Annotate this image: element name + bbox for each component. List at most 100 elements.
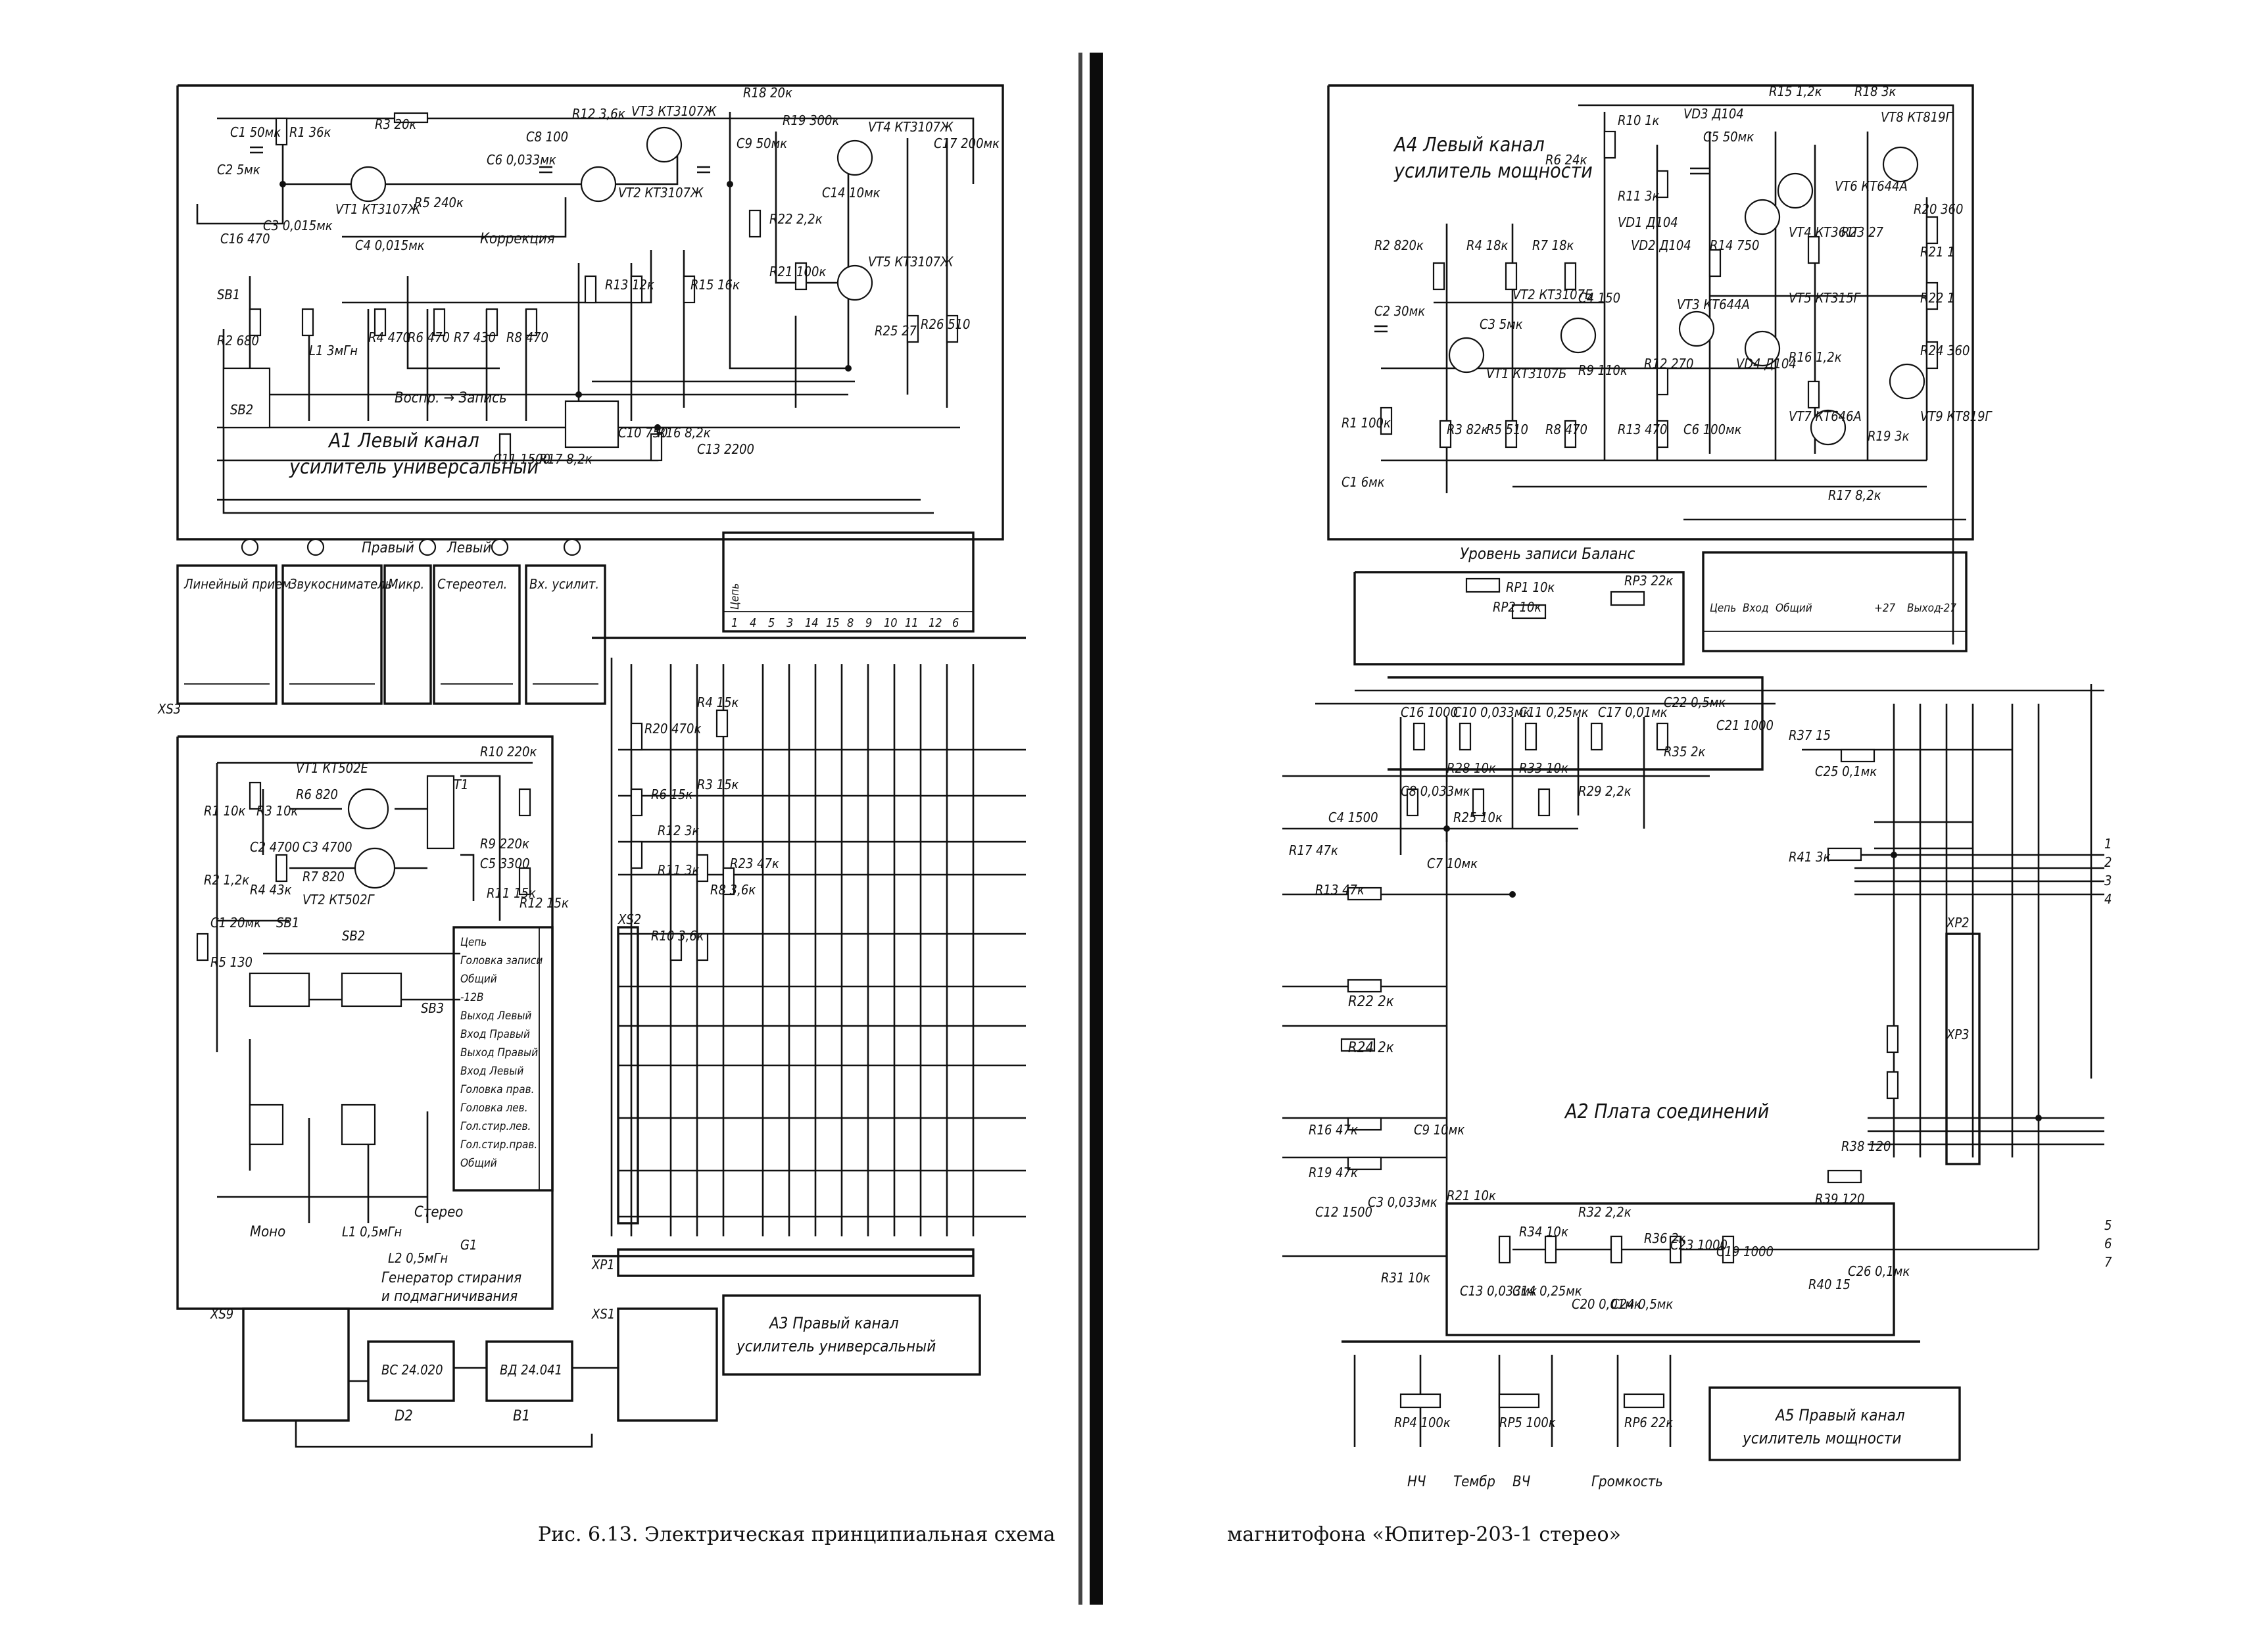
- svg-text:2: 2: [2104, 854, 2112, 870]
- block-a2: Уровень записи Баланс: [1282, 545, 2104, 1490]
- a4-pin-5: Выход: [1907, 602, 1941, 615]
- legend-left: Левый: [447, 540, 491, 556]
- a4-subtitle: усилитель мощности: [1393, 160, 1593, 183]
- gen-pin-2: Общий: [460, 973, 497, 986]
- a2-part-44: RP4 100к: [1394, 1415, 1451, 1430]
- gen-part-18: L1 0,5мГн: [342, 1224, 402, 1240]
- a2-part-29: R21 10к: [1447, 1188, 1496, 1203]
- svg-text:12: 12: [929, 616, 942, 630]
- a1-part-26: R7 430: [454, 329, 496, 345]
- input-connectors: Линейный прием Звукосниматель Микр. Стер…: [157, 538, 606, 717]
- a1-pin-0: Цепь: [729, 583, 742, 610]
- gen-part-7: C2 4700: [250, 839, 300, 855]
- connector-group-1: Звукосниматель: [289, 576, 392, 592]
- a4-part-18: R21 1: [1920, 244, 1955, 260]
- a2-part-41: R39 120: [1815, 1191, 1864, 1207]
- a4-part-30: R16 1,2к: [1789, 349, 1842, 365]
- gen-pin-0: Цепь: [460, 936, 487, 949]
- a4-part-10: R20 360: [1914, 201, 1963, 217]
- svg-text:6: 6: [2104, 1236, 2112, 1251]
- a2-part-33: C23 1000: [1670, 1237, 1728, 1253]
- label-lf: НЧ: [1407, 1474, 1426, 1490]
- a2-part-27: C12 1500: [1315, 1204, 1372, 1220]
- gen-part-13: R11 15к: [487, 885, 536, 901]
- a2-part-5: C11 0,25мк: [1519, 704, 1589, 720]
- a2-part-13: R33 10к: [1519, 760, 1568, 776]
- a1-part-23: L1 3мГн: [309, 343, 358, 358]
- gen-part-3: R1 10к: [204, 803, 246, 819]
- a4-pin-0: Цепь: [1710, 602, 1736, 615]
- a4-part-24: VT5 КТ315Г: [1789, 290, 1862, 306]
- a3-title: А3 Правый канал: [768, 1314, 899, 1332]
- a2-part-37: C14 0,25мк: [1512, 1283, 1582, 1299]
- a2-part-11: C8 0,033мк: [1401, 783, 1470, 799]
- a4-part-5: C5 50мк: [1703, 129, 1754, 145]
- gen-part-6: R9 220к: [480, 836, 529, 852]
- a4-part-36: R13 470: [1618, 422, 1667, 437]
- label-tone: Тембр: [1453, 1474, 1495, 1490]
- block-a3: А3 Правый канал усилитель универсальный …: [210, 637, 1026, 1376]
- gen-pin-3: -12В: [460, 991, 483, 1004]
- a1-part-21: VT5 КТ3107Ж: [868, 254, 954, 270]
- a2-part-3: C16 1000: [1401, 704, 1458, 720]
- a4-part-13: R7 18к: [1532, 237, 1574, 253]
- gen-part-20: G1: [460, 1237, 477, 1253]
- a4-part-8: VD1 Д104: [1618, 214, 1678, 230]
- a1-part-19: R22 2,2к: [769, 211, 823, 227]
- gen-part-9: C5 3300: [480, 856, 530, 871]
- xs1-label: XS1: [591, 1306, 615, 1322]
- a3-subtitle: усилитель универсальный: [736, 1337, 936, 1355]
- a4-part-4: VT8 КТ819Г: [1881, 109, 1954, 125]
- a1-part-9: C6 0,033мк: [487, 152, 556, 168]
- a3-part-1: R4 15к: [697, 694, 739, 710]
- a2-part-1: RP2 10к: [1493, 599, 1541, 615]
- svg-text:14: 14: [805, 616, 819, 630]
- a1-part-0: C1 50мк: [230, 124, 281, 140]
- connector-group-3: Стереотел.: [437, 576, 507, 592]
- a1-part-34: R17 8,2к: [539, 451, 592, 467]
- gen-pin-5: Вход Правый: [460, 1028, 530, 1041]
- a4-pin-2: Общий: [1776, 602, 1812, 615]
- a4-part-7: R11 3к: [1618, 188, 1660, 204]
- figure-caption-left: Рис. 6.13. Электрическая принципиальная …: [538, 1523, 1055, 1546]
- a4-title: А4 Левый канал: [1393, 134, 1545, 157]
- a2-part-23: R24 2к: [1348, 1040, 1394, 1056]
- a2-part-16: R37 15: [1789, 727, 1831, 743]
- a4-part-21: VT2 КТ3107Б: [1512, 287, 1593, 303]
- gen-part-5: R6 820: [296, 787, 338, 802]
- gen-part-22: SB2: [342, 928, 365, 944]
- a1-part-12: VT3 КТ3107Ж: [631, 103, 717, 119]
- a4-part-9: VT6 КТ644А: [1835, 178, 1908, 194]
- a4-part-39: R19 3к: [1868, 428, 1910, 444]
- a2-part-15: R25 10к: [1453, 810, 1503, 825]
- legend-right: Правый: [362, 540, 414, 556]
- a2-part-7: C22 0,5мк: [1664, 694, 1726, 710]
- a4-part-31: R24 360: [1920, 343, 1970, 358]
- a1-part-36: R16 8,2к: [658, 425, 711, 441]
- a1-part-22: R2 680: [217, 333, 259, 349]
- a4-part-16: VT4 КТ361Г: [1789, 224, 1862, 240]
- a2-part-42: R40 15: [1808, 1276, 1850, 1292]
- a4-part-1: R18 3к: [1854, 84, 1897, 99]
- svg-text:4: 4: [750, 616, 756, 630]
- a4-part-6: R6 24к: [1545, 152, 1587, 168]
- a1-part-25: R6 470: [408, 329, 450, 345]
- a4-part-33: R3 82к: [1447, 422, 1489, 437]
- a1-title: А1 Левый канал: [327, 429, 479, 452]
- a1-part-24: R4 470: [368, 329, 410, 345]
- a1-playback-label: Воспр. → Запись: [395, 390, 507, 406]
- block-generator: Генератор стирания и подмагничивания Мон…: [176, 735, 569, 1310]
- a2-part-32: R36 2к: [1644, 1230, 1686, 1246]
- a4-part-27: R9 110к: [1578, 362, 1628, 378]
- label-hf: ВЧ: [1512, 1474, 1531, 1490]
- gen-part-4: R3 10к: [256, 803, 299, 819]
- svg-text:5: 5: [768, 616, 775, 630]
- a1-part-20: C14 10мк: [822, 185, 881, 201]
- a4-part-42: R17 8,2к: [1828, 487, 1881, 503]
- a4-pin-6: -27: [1940, 602, 1956, 615]
- a2-part-31: R34 10к: [1519, 1224, 1568, 1240]
- a4-part-19: C2 30мк: [1374, 303, 1425, 319]
- gen-part-0: VT1 КТ502Е: [296, 760, 369, 776]
- a1-part-13: VT2 КТ3107Ж: [618, 185, 704, 201]
- a2-part-36: C13 0,033мк: [1460, 1283, 1537, 1299]
